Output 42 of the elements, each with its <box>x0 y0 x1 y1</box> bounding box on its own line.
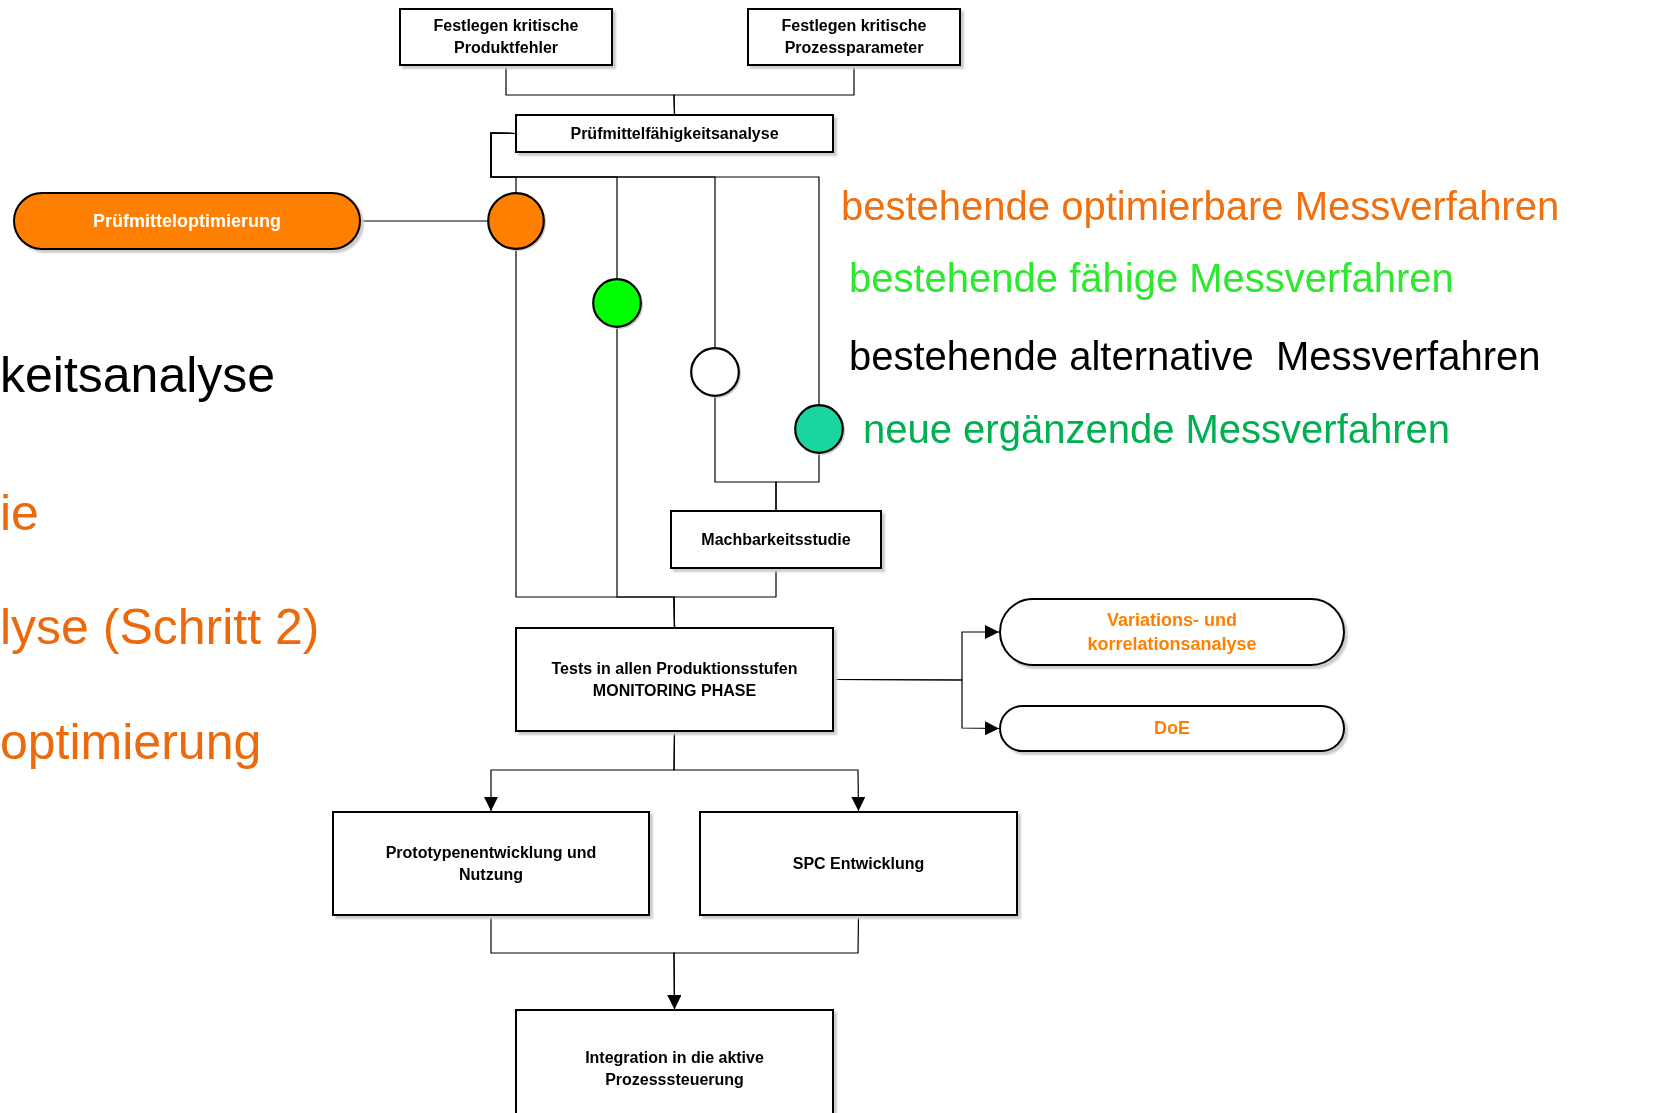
node-label: Festlegen kritische Prozessparameter <box>780 16 928 58</box>
connector-circle <box>487 192 545 250</box>
connector-line <box>775 453 820 511</box>
node-label: Prüfmitteloptimierung <box>93 209 281 233</box>
arrow <box>667 915 860 1010</box>
rounded-process-box <box>13 192 361 250</box>
connector-circle <box>794 404 844 454</box>
connector-line <box>490 132 820 405</box>
connector-circle <box>690 347 740 397</box>
rounded-process-box <box>999 598 1345 666</box>
annotation-text: neue ergänzende Messverfahren <box>863 409 1451 449</box>
node-label: Tests in allen Produktionsstufen MONITORING PHASE <box>550 658 799 701</box>
connector-line <box>360 220 488 222</box>
connector-line <box>673 65 855 115</box>
annotation-text: bestehende fähige Messverfahren <box>849 258 1454 298</box>
node-label: Prüfmittelfähigkeitsanalyse <box>570 123 779 144</box>
node-label: Festlegen kritische Produktfehler <box>432 16 580 58</box>
connector-line <box>673 568 777 628</box>
arrow <box>833 678 1000 736</box>
annotation-text: bestehende alternative Messverfahren <box>849 336 1541 376</box>
process-box <box>670 510 882 569</box>
arrow <box>673 731 866 812</box>
process-box <box>515 627 834 732</box>
node-label: Integration in die aktive Prozesssteuerung <box>584 1048 765 1090</box>
process-box <box>699 811 1018 916</box>
rounded-process-box <box>999 705 1345 752</box>
node-label: DoE <box>1154 717 1190 741</box>
process-box <box>332 811 650 916</box>
node-label: Variations- und korrelationsanalyse <box>1086 608 1258 656</box>
connector-circle <box>592 278 642 328</box>
process-box <box>747 8 961 66</box>
process-box <box>515 114 834 153</box>
node-label: Machbarkeitsstudie <box>701 529 851 550</box>
process-box <box>515 1009 834 1113</box>
node-label: SPC Entwicklung <box>792 853 925 874</box>
node-label: Prototypenentwicklung und Nutzung <box>384 842 598 885</box>
annotation-text: bestehende optimierbare Messverfahren <box>841 186 1560 226</box>
process-box <box>399 8 613 66</box>
annotation-text: lyse (Schritt 2) <box>0 602 320 652</box>
annotation-text: ie <box>0 488 39 538</box>
annotation-text: optimierung <box>0 717 262 767</box>
annotation-text: keitsanalyse <box>0 350 276 400</box>
